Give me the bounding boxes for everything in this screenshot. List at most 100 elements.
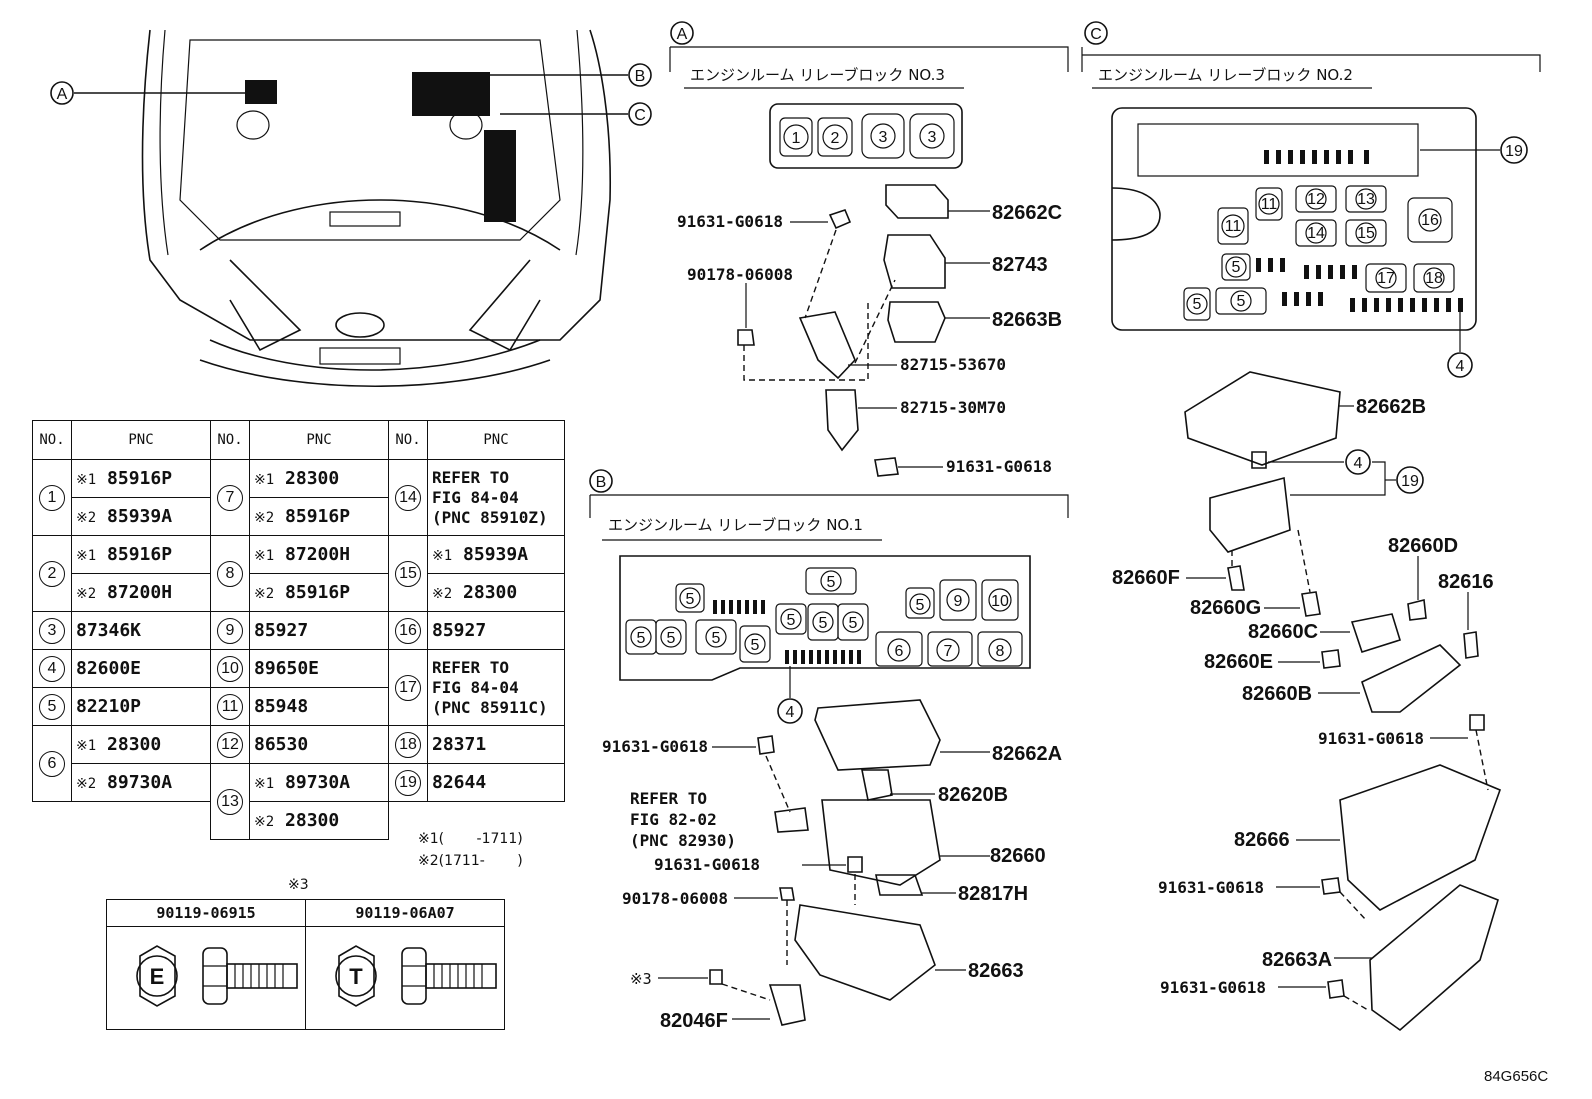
svg-text:10: 10 <box>991 593 1009 610</box>
svg-text:5: 5 <box>667 630 676 647</box>
pnc-value: 85916P <box>285 506 351 527</box>
svg-text:17: 17 <box>1377 270 1395 287</box>
section-a: A エンジンルーム リレーブロック NO.3 1 2 3 3 91631-G06… <box>669 21 1069 477</box>
header-relay-block-no3: エンジンルーム リレーブロック NO.3 <box>690 66 945 84</box>
row-number: 16 <box>395 617 421 644</box>
pnc-table: NO. PNC NO. PNC NO. PNC 1 ※1 85916P 7 ※1… <box>32 420 565 840</box>
label-82663a: 82663A <box>1262 949 1332 971</box>
callout-b: B <box>596 474 607 491</box>
svg-text:5: 5 <box>751 637 760 654</box>
label-82663b: 82663B <box>992 309 1062 331</box>
callout-c: C <box>1090 26 1102 43</box>
bolt-e-symbol: E <box>150 964 165 989</box>
label-82616: 82616 <box>1438 571 1494 593</box>
row-number: 4 <box>39 655 65 682</box>
svg-text:5: 5 <box>787 612 796 629</box>
pnc-value: 85927 <box>427 611 565 650</box>
svg-text:3: 3 <box>928 129 937 146</box>
table-row: 2 ※1 85916P 8 ※1 87200H 15 ※1 85939A <box>32 535 565 612</box>
svg-text:5: 5 <box>1193 296 1202 313</box>
pnc-value: 89730A <box>107 772 173 793</box>
note-3: ※3 <box>288 877 309 893</box>
svg-text:3: 3 <box>879 129 888 146</box>
table-row: 6 ※1 28300 12 86530 18 28371 <box>32 725 565 802</box>
pnc-value: 89650E <box>249 649 389 688</box>
row-number: 12 <box>217 731 243 758</box>
label-91631-g0618-a2: 91631-G0618 <box>946 457 1052 476</box>
pnc-value: 28371 <box>427 725 565 764</box>
section-c: C エンジンルーム リレーブロック NO.2 <box>1081 21 1541 1032</box>
table-row: 1 ※1 85916P 7 ※1 28300 14 REFER TO FIG 8… <box>32 459 565 536</box>
bolt-pn-b: 90119-06A07 <box>305 899 505 927</box>
pnc-value: 82600E <box>71 649 211 688</box>
pnc-value: 28300 <box>285 468 340 489</box>
svg-text:11: 11 <box>1225 218 1242 235</box>
svg-text:19: 19 <box>1401 473 1419 490</box>
pnc-refer: REFER TO <box>432 657 510 677</box>
row-number: 15 <box>395 560 421 587</box>
svg-text:5: 5 <box>712 630 721 647</box>
svg-text:5: 5 <box>1232 259 1241 276</box>
svg-text:12: 12 <box>1307 191 1325 208</box>
label-82662b: 82662B <box>1356 396 1426 418</box>
label-91631-g0618-a1: 91631-G0618 <box>677 212 783 231</box>
bolt-pn-a: 90119-06915 <box>106 899 306 927</box>
label-82662a: 82662A <box>992 743 1062 765</box>
label-82660f: 82660F <box>1112 567 1180 589</box>
label-fig-82-02: FIG 82-02 <box>630 810 717 829</box>
row-number: 5 <box>39 693 65 720</box>
row-number: 18 <box>395 731 421 758</box>
row-number: 2 <box>39 560 65 587</box>
label-91631-g0618-b1: 91631-G0618 <box>602 737 708 756</box>
label-82660g: 82660G <box>1190 597 1261 619</box>
svg-text:14: 14 <box>1307 225 1325 242</box>
header-relay-block-no1: エンジンルーム リレーブロック NO.1 <box>608 516 863 534</box>
label-82620b: 82620B <box>938 784 1008 806</box>
table-header-pnc: PNC <box>71 420 211 460</box>
svg-text:2: 2 <box>831 130 840 147</box>
label-82662c: 82662C <box>992 202 1062 224</box>
row-number: 13 <box>217 788 243 815</box>
label-82663: 82663 <box>968 960 1024 982</box>
svg-text:4: 4 <box>786 704 795 721</box>
label-82817h: 82817H <box>958 883 1028 905</box>
bolt-t-symbol: T <box>349 964 363 989</box>
pnc-value: 85916P <box>107 468 173 489</box>
row-number: 3 <box>39 617 65 644</box>
bolt-table: 90119-06915 90119-06A07 E T <box>106 899 505 1030</box>
section-b: B エンジンルーム リレーブロック NO.1 5 5 5 5 5 5 5 5 <box>589 469 1069 1032</box>
svg-text:16: 16 <box>1421 212 1439 229</box>
svg-text:13: 13 <box>1357 191 1375 208</box>
pnc-value: 28300 <box>107 734 162 755</box>
label-91631-g0618-b2: 91631-G0618 <box>654 855 760 874</box>
pnc-value: 85927 <box>249 611 389 650</box>
svg-text:5: 5 <box>916 597 925 614</box>
svg-text:5: 5 <box>637 630 646 647</box>
pnc-value: 85916P <box>107 544 173 565</box>
label-82666: 82666 <box>1234 829 1290 851</box>
svg-text:5: 5 <box>819 615 828 632</box>
pnc-value: 82644 <box>427 763 565 802</box>
row-number: 9 <box>217 617 243 644</box>
svg-text:5: 5 <box>849 615 858 632</box>
pnc-value: 87200H <box>285 544 351 565</box>
bolt-t-picture: T <box>305 926 505 1030</box>
callout-a-car: A <box>57 86 68 103</box>
table-header-no: NO. <box>210 420 250 460</box>
label-note3-bolt: ※3 <box>630 970 652 988</box>
label-pnc-82930: (PNC 82930) <box>630 831 736 850</box>
label-82660c: 82660C <box>1248 621 1318 643</box>
label-82715-30m70: 82715-30M70 <box>900 398 1006 417</box>
label-90178-06008-a: 90178-06008 <box>687 265 793 284</box>
svg-text:5: 5 <box>1237 293 1246 310</box>
svg-text:1: 1 <box>792 130 801 147</box>
pnc-value: 85916P <box>285 582 351 603</box>
header-relay-block-no2: エンジンルーム リレーブロック NO.2 <box>1098 66 1353 84</box>
table-row: 4 82600E 10 89650E 17 REFER TO FIG 84-04… <box>32 649 565 726</box>
svg-text:7: 7 <box>944 643 953 660</box>
svg-text:6: 6 <box>895 643 904 660</box>
pnc-refer: REFER TO <box>432 467 510 487</box>
pnc-value: 89730A <box>285 772 351 793</box>
pnc-value: 85939A <box>463 544 529 565</box>
svg-text:11: 11 <box>1261 196 1278 213</box>
